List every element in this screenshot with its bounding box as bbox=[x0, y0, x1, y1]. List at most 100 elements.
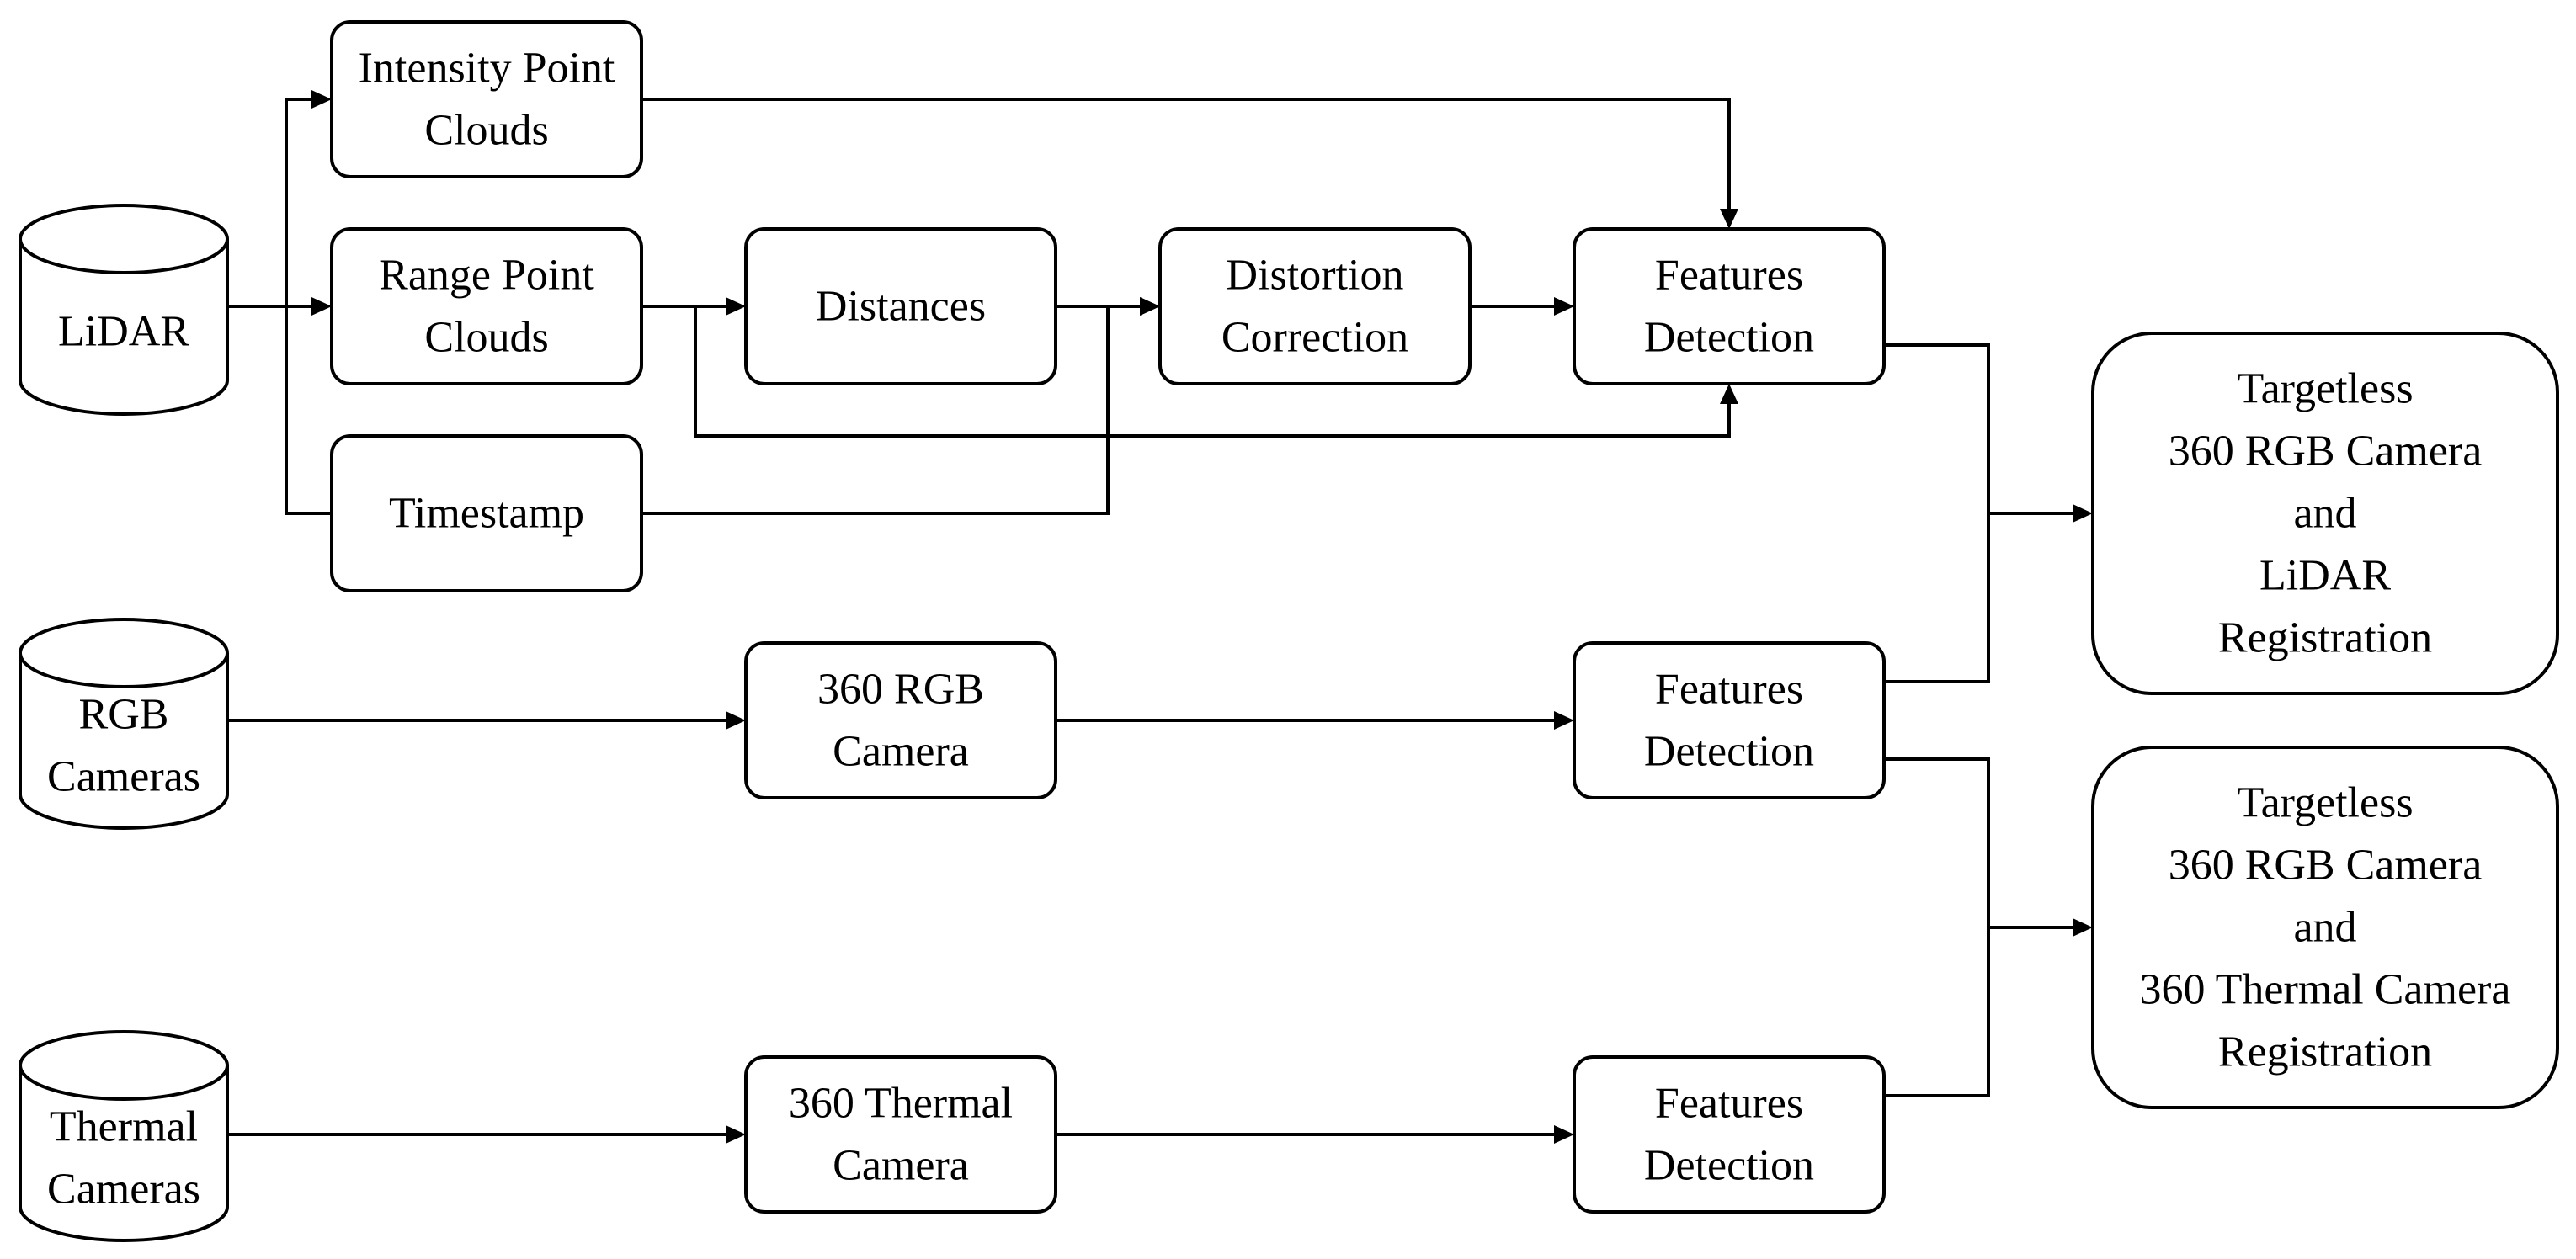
database-cylinder-rim bbox=[19, 238, 229, 274]
node-box-shape bbox=[744, 227, 1057, 385]
edge-line bbox=[1884, 927, 1990, 1097]
node-box-shape bbox=[1573, 641, 1886, 799]
node-box-shape bbox=[330, 227, 643, 385]
edge-timestamp-to-distortion-correction bbox=[641, 297, 1160, 515]
edge-range-point-clouds-to-distances bbox=[641, 297, 746, 316]
node-label-line: Camera bbox=[833, 728, 969, 776]
node-label-line: Thermal bbox=[50, 1103, 198, 1151]
database-cylinder-rim bbox=[19, 1065, 229, 1101]
arrowhead bbox=[726, 1125, 746, 1144]
node-label-line: Registration bbox=[2218, 1028, 2432, 1076]
node-box-shape bbox=[2091, 746, 2559, 1109]
node-label-line: 360 RGB Camera bbox=[2169, 842, 2483, 890]
edge-line bbox=[1884, 513, 1990, 683]
node-label-line: Clouds bbox=[424, 107, 548, 155]
node-label-line: Detection bbox=[1644, 728, 1814, 776]
edge-line bbox=[641, 305, 1150, 515]
arrowhead bbox=[1140, 297, 1160, 316]
arrowhead bbox=[726, 711, 746, 730]
edge-line bbox=[641, 98, 1731, 219]
node-label-line: Clouds bbox=[424, 314, 548, 362]
arrowhead bbox=[726, 297, 746, 316]
node-label-line: Detection bbox=[1644, 1142, 1814, 1190]
edge-line bbox=[694, 306, 1731, 438]
edge-features-detection-rgb-to-registration-rgb-lidar bbox=[1884, 513, 1990, 683]
arrowhead bbox=[1720, 209, 1738, 229]
node-label-line: and bbox=[2293, 490, 2356, 538]
arrowhead bbox=[1554, 297, 1574, 316]
node-rgb-360-camera: 360 RGB Camera bbox=[744, 641, 1057, 799]
node-lidar: LiDAR bbox=[19, 204, 229, 416]
edge-range-point-clouds-to-features-detection-lidar bbox=[694, 306, 1738, 438]
edge-intensity-point-clouds-to-features-detection-lidar bbox=[641, 98, 1738, 229]
node-rgb-cameras: RGB Cameras bbox=[19, 618, 229, 830]
node-label-line: Features bbox=[1655, 252, 1803, 300]
arrowhead bbox=[311, 297, 332, 316]
arrowhead bbox=[1554, 1125, 1574, 1144]
node-label-line: Distances bbox=[816, 283, 986, 331]
node-label-line: and bbox=[2293, 904, 2356, 952]
node-box-shape bbox=[744, 641, 1057, 799]
node-label-line: Features bbox=[1655, 666, 1803, 714]
node-label-line: 360 Thermal bbox=[789, 1080, 1013, 1128]
node-label-line: 360 RGB bbox=[817, 666, 984, 714]
node-distances: Distances bbox=[744, 227, 1057, 385]
node-box-shape bbox=[1158, 227, 1472, 385]
node-label-line: Registration bbox=[2218, 614, 2432, 662]
node-timestamp: Timestamp bbox=[330, 434, 643, 592]
arrowhead bbox=[2073, 918, 2093, 937]
database-cylinder-rim bbox=[19, 652, 229, 688]
node-label-line: Distortion bbox=[1227, 252, 1404, 300]
node-label-line: Cameras bbox=[47, 1166, 200, 1214]
edge-rgb-360-camera-to-features-detection-rgb bbox=[1056, 711, 1574, 730]
edge-features-detection-lidar-to-registration-rgb-lidar bbox=[1884, 343, 2093, 523]
node-box-shape bbox=[1573, 227, 1886, 385]
node-box-shape bbox=[330, 20, 643, 178]
edge-line bbox=[1884, 757, 2083, 929]
edge-distortion-correction-to-features-detection-lidar bbox=[1470, 297, 1574, 316]
edge-lidar-to-timestamp bbox=[285, 306, 332, 515]
node-label-line: Features bbox=[1655, 1080, 1803, 1128]
edge-lidar-to-intensity-point-clouds bbox=[227, 90, 332, 308]
node-label-line: RGB bbox=[79, 691, 169, 739]
edge-rgb-cameras-to-rgb-360-camera bbox=[227, 711, 746, 730]
arrowhead bbox=[1720, 384, 1738, 404]
arrowhead bbox=[2073, 504, 2093, 523]
node-label-line: LiDAR bbox=[2259, 552, 2391, 600]
node-label-line: Cameras bbox=[47, 753, 200, 801]
node-label-line: Intensity Point bbox=[359, 45, 615, 93]
arrowhead bbox=[1554, 711, 1574, 730]
node-label-line: Camera bbox=[833, 1142, 969, 1190]
node-label-line: Targetless bbox=[2237, 365, 2413, 413]
node-box-shape bbox=[1573, 1055, 1886, 1214]
node-label-line: 360 Thermal Camera bbox=[2140, 966, 2511, 1014]
node-label-line: Range Point bbox=[379, 252, 594, 300]
node-label-line: Correction bbox=[1221, 314, 1408, 362]
node-label-line: Timestamp bbox=[389, 490, 584, 538]
edge-line bbox=[1884, 343, 2083, 515]
edge-features-detection-rgb-to-registration-rgb-thermal bbox=[1884, 757, 2093, 937]
node-label-line: LiDAR bbox=[58, 308, 189, 356]
edge-line bbox=[227, 98, 322, 308]
edge-features-detection-thermal-to-registration-rgb-thermal bbox=[1884, 927, 1990, 1097]
edge-thermal-cameras-to-thermal-360-camera bbox=[227, 1125, 746, 1144]
node-label-line: 360 RGB Camera bbox=[2169, 428, 2483, 475]
arrowhead bbox=[311, 90, 332, 109]
edge-thermal-360-camera-to-features-detection-thermal bbox=[1056, 1125, 1574, 1144]
node-box-shape bbox=[2091, 332, 2559, 695]
edge-lidar-to-range-point-clouds bbox=[227, 297, 332, 316]
edges-layer bbox=[227, 90, 2093, 1144]
edge-line bbox=[285, 306, 332, 515]
node-label-line: Detection bbox=[1644, 314, 1814, 362]
